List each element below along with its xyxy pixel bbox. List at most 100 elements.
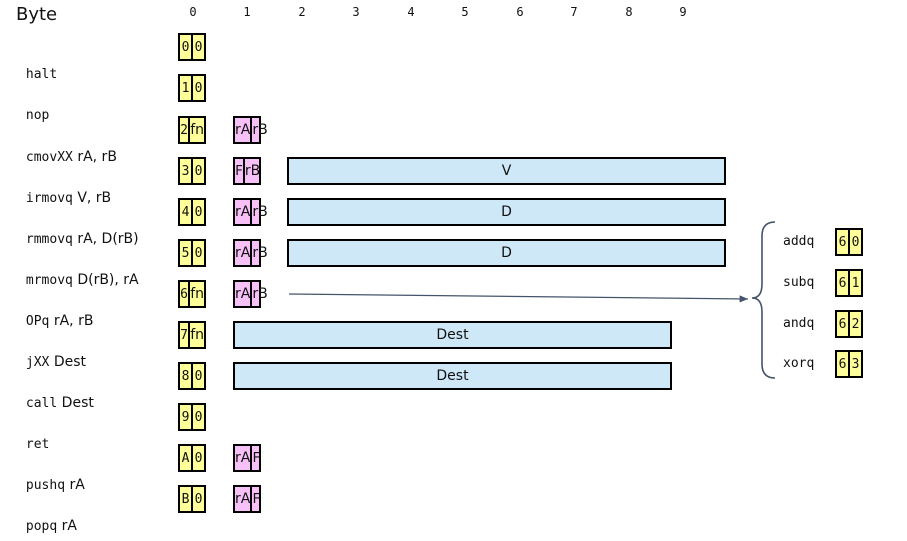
icode-fn-byte: 6 1 xyxy=(835,269,863,297)
displacement-field: D xyxy=(287,198,726,226)
op-code-subq: 6 1 xyxy=(835,269,891,297)
icode-fn-byte: 4 0 xyxy=(178,198,206,226)
ifun: 0 xyxy=(191,446,204,470)
constant-field: V xyxy=(287,157,726,185)
register-byte: F rB xyxy=(233,157,261,185)
icode-fn-byte: A 0 xyxy=(178,444,206,472)
register-byte: rA F xyxy=(233,444,261,472)
icode: 2 xyxy=(180,122,188,138)
byte-number: 5 xyxy=(461,5,469,19)
mnemonic: irmovq xyxy=(25,191,73,206)
icode: 3 xyxy=(181,163,190,179)
icode-fn-byte: 5 0 xyxy=(178,239,206,267)
icode: 0 xyxy=(181,39,190,55)
rb: rB xyxy=(242,159,260,183)
byte-number: 2 xyxy=(298,5,306,19)
ifun: 0 xyxy=(191,35,204,59)
icode: B xyxy=(181,491,190,507)
mnemonic: halt xyxy=(25,67,58,82)
icode-fn-byte: 2 fn xyxy=(178,116,206,144)
ifun: 2 xyxy=(848,312,861,336)
byte-number: 7 xyxy=(570,5,578,19)
op-name-subq: subq xyxy=(783,275,815,290)
ra: rA xyxy=(235,122,251,138)
instruction-label-irmovq: irmovq V, rB xyxy=(17,156,111,206)
operands: rA xyxy=(69,477,85,493)
operands: rA, rB xyxy=(77,149,117,165)
op-code-addq: 6 0 xyxy=(835,228,891,256)
destination-field: Dest xyxy=(233,362,672,390)
byte-number: 0 xyxy=(189,5,197,19)
mnemonic: jXX xyxy=(25,355,50,370)
ra: rA xyxy=(235,491,251,507)
icode-fn-byte: 6 3 xyxy=(835,350,863,378)
icode-fn-byte: 8 0 xyxy=(178,362,206,390)
instruction-label-opq: OPq rA, rB xyxy=(17,279,94,329)
icode: A xyxy=(181,450,190,466)
register-byte: rA rB xyxy=(233,280,268,308)
operands: rA xyxy=(61,518,78,534)
opq-arrow xyxy=(288,293,749,303)
ra: F xyxy=(235,163,243,179)
rb: rB xyxy=(250,118,268,142)
register-byte: rA rB xyxy=(233,198,268,226)
ifun: 0 xyxy=(191,487,204,511)
instruction-label-jxx: jXX Dest xyxy=(17,320,86,370)
rb: F xyxy=(250,487,260,511)
mnemonic: call xyxy=(25,396,58,411)
ifun: 0 xyxy=(848,230,861,254)
mnemonic: rmmovq xyxy=(25,232,73,247)
icode: 6 xyxy=(838,356,847,372)
register-byte: rA rB xyxy=(233,239,268,267)
icode: 9 xyxy=(181,409,190,425)
icode: 6 xyxy=(180,286,188,302)
instruction-label-call: call Dest xyxy=(17,361,94,411)
byte-number: 9 xyxy=(679,5,687,19)
ifun: 0 xyxy=(191,241,204,265)
ra: rA xyxy=(235,286,251,302)
instruction-label-pushq: pushq rA xyxy=(17,443,85,493)
byte-number: 3 xyxy=(352,5,360,19)
destination-field: Dest xyxy=(233,321,672,349)
icode-fn-byte: 1 0 xyxy=(178,74,206,102)
mnemonic: cmovXX xyxy=(25,150,73,165)
ifun: fn xyxy=(188,118,204,142)
operands: V, rB xyxy=(77,190,112,206)
register-byte: rA F xyxy=(233,485,261,513)
operands: Dest xyxy=(61,395,94,411)
ifun: 0 xyxy=(191,364,204,388)
icode: 7 xyxy=(180,327,188,343)
icode: 1 xyxy=(181,80,190,96)
icode-fn-byte: 3 0 xyxy=(178,157,206,185)
rb: rB xyxy=(250,200,268,224)
mnemonic: nop xyxy=(25,108,50,123)
icode-fn-byte: 0 0 xyxy=(178,33,206,61)
mnemonic: ret xyxy=(25,437,50,452)
displacement-field: D xyxy=(287,239,726,267)
icode-fn-byte: B 0 xyxy=(178,485,206,513)
mnemonic: OPq xyxy=(25,314,50,329)
instruction-label-ret: ret xyxy=(17,402,49,452)
byte-number: 8 xyxy=(625,5,633,19)
op-name-andq: andq xyxy=(783,316,815,331)
operands: rA, D(rB) xyxy=(77,231,139,247)
ifun: 0 xyxy=(191,159,204,183)
op-code-andq: 6 2 xyxy=(835,310,891,338)
icode-fn-byte: 7 fn xyxy=(178,321,206,349)
icode: 6 xyxy=(838,234,847,250)
icode: 5 xyxy=(181,245,190,261)
mnemonic: mrmovq xyxy=(25,273,73,288)
ra: rA xyxy=(235,245,251,261)
rb: F xyxy=(250,446,260,470)
icode-fn-byte: 6 2 xyxy=(835,310,863,338)
instruction-label-nop: nop xyxy=(17,73,49,123)
register-byte: rA rB xyxy=(233,116,268,144)
byte-number: 6 xyxy=(516,5,524,19)
byte-number: 1 xyxy=(243,5,251,19)
byte-number: 4 xyxy=(407,5,415,19)
mnemonic: pushq xyxy=(25,478,66,493)
ifun: fn xyxy=(188,323,204,347)
icode: 6 xyxy=(838,316,847,332)
instruction-label-mrmovq: mrmovq D(rB), rA xyxy=(17,238,139,288)
op-name-addq: addq xyxy=(783,234,815,249)
